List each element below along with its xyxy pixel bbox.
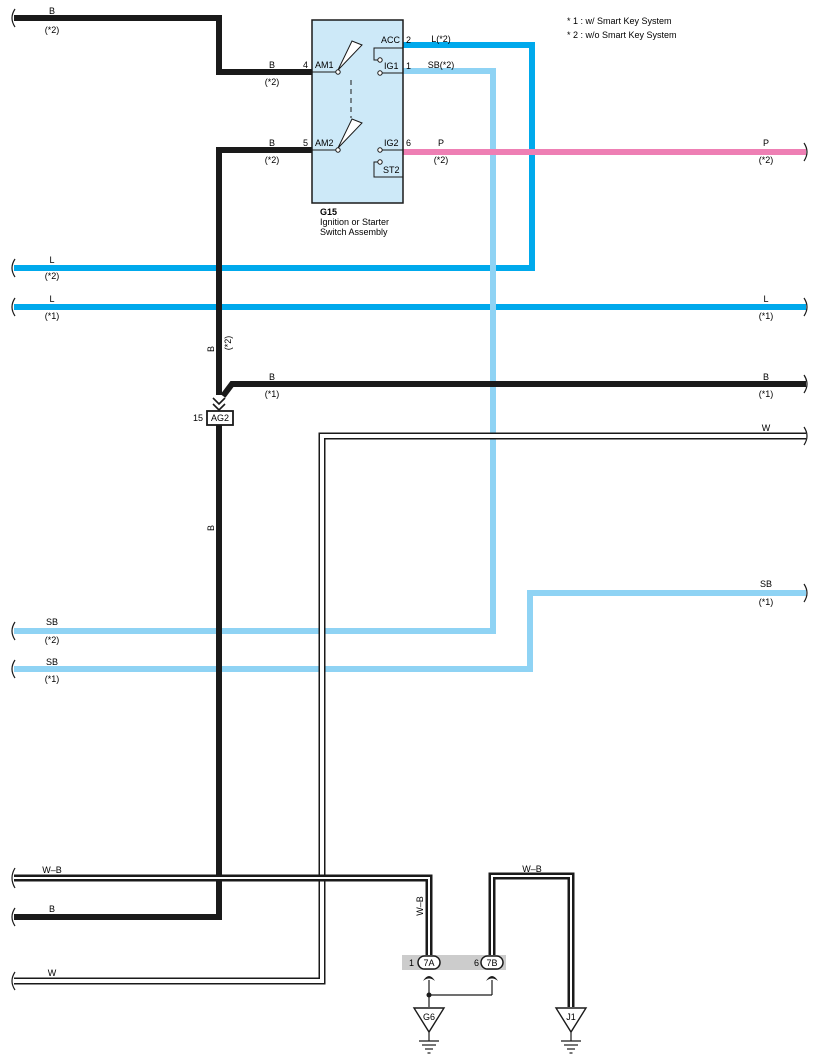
label-sb-right: SB: [760, 579, 772, 589]
c7b-terminal: [486, 976, 498, 981]
c7a-terminal: [423, 976, 435, 981]
c7a-pin: 1: [409, 958, 414, 968]
wire-b-group: [14, 15, 806, 920]
terminal-st2: ST2: [383, 165, 400, 175]
wire-l-acc: [14, 42, 535, 271]
label-b-vert: B: [206, 346, 216, 352]
wire-wb-left: [14, 874, 433, 955]
switch-name-line2: Switch Assembly: [320, 227, 388, 237]
ag2-label: AG2: [211, 413, 229, 423]
wire-b-smart: [220, 381, 806, 398]
label-l-right-note: (*1): [759, 311, 774, 321]
connector-ag2: AG2 15: [193, 397, 234, 426]
label-wb-left: W–B: [42, 865, 62, 875]
label-sb-left2: SB: [46, 657, 58, 667]
note-smart-key: * 1 : w/ Smart Key System: [567, 16, 672, 26]
pin-ig2: 6: [406, 138, 411, 148]
c7b-pin: 6: [474, 958, 479, 968]
wire-break-marks: [11, 8, 808, 991]
ground-j1: J1: [554, 1007, 588, 1054]
label-b-top-note: (*2): [45, 25, 60, 35]
label-p-right: P: [763, 138, 769, 148]
label-b-vert-low: B: [206, 525, 216, 531]
label-ig2-out: P: [438, 138, 444, 148]
ig2-contact: [377, 147, 383, 153]
label-b-bottom: B: [49, 904, 55, 914]
wire-sb-smart: [14, 590, 806, 672]
c7a-label: 7A: [423, 958, 434, 968]
terminal-ig1: IG1: [384, 61, 399, 71]
ag2-pin: 15: [193, 413, 203, 423]
label-b-mid: B: [269, 372, 275, 382]
c7b-oval: [480, 955, 504, 970]
pin-ig1: 1: [406, 61, 411, 71]
label-l-left2-note: (*1): [45, 311, 60, 321]
ig1-contact: [377, 70, 383, 76]
wire-b-am2: [216, 147, 312, 395]
ag2-box: [206, 410, 234, 426]
label-sb-right-note: (*1): [759, 597, 774, 607]
ag2-chevron: [212, 397, 226, 412]
wire-b-am1: [14, 15, 312, 75]
label-b-am1: B: [269, 60, 275, 70]
label-w-right: W: [762, 423, 771, 433]
terminal-acc: ACC: [381, 35, 401, 45]
label-ig1-out: SB(*2): [428, 60, 455, 70]
am1-contact: [335, 69, 341, 75]
label-b-vert-note: (*2): [223, 336, 233, 351]
label-l-right: L: [763, 294, 768, 304]
splice-point: [426, 992, 432, 998]
label-l-left1-note: (*2): [45, 271, 60, 281]
label-b-top: B: [49, 6, 55, 16]
label-b-mid-right-note: (*1): [759, 389, 774, 399]
label-acc-out: L(*2): [431, 34, 451, 44]
label-sb-left2-note: (*1): [45, 674, 60, 684]
wire-sb-group: [14, 68, 806, 672]
terminal-am1: AM1: [315, 60, 334, 70]
label-ig2-out-note: (*2): [434, 155, 449, 165]
wire-w: [14, 432, 806, 985]
label-b-mid-right: B: [763, 372, 769, 382]
label-sb-left1: SB: [46, 617, 58, 627]
label-p-right-note: (*2): [759, 155, 774, 165]
label-sb-left1-note: (*2): [45, 635, 60, 645]
label-wb-right: W–B: [522, 864, 542, 874]
pin-acc: 2: [406, 35, 411, 45]
am2-contact: [335, 147, 341, 153]
label-b-am1-note: (*2): [265, 77, 280, 87]
wire-l-group: [14, 42, 806, 310]
label-l-left2: L: [49, 294, 54, 304]
note-no-smart-key: * 2 : w/o Smart Key System: [567, 30, 677, 40]
wire-wb-right: [488, 872, 575, 1007]
wire-labels: B (*2) B (*2) B (*2) L(*2) SB(*2) P (*2)…: [42, 6, 773, 978]
label-b-am2: B: [269, 138, 275, 148]
c7b-label: 7B: [486, 958, 497, 968]
switch-name-line1: Ignition or Starter: [320, 217, 389, 227]
terminal-am2: AM2: [315, 138, 334, 148]
terminal-ig2: IG2: [384, 138, 399, 148]
label-b-am2-note: (*2): [265, 155, 280, 165]
label-wb-vert: W–B: [415, 896, 425, 916]
j1-label: J1: [566, 1012, 576, 1022]
ground-g6: G6: [412, 1007, 446, 1054]
ignition-switch-assembly: AM1 AM2 ACC IG1 IG2 ST2 4 5 2 1 6 G15 Ig…: [303, 19, 411, 237]
junction-connector: 7A 1 7B 6: [402, 955, 506, 1007]
wire-sb-ig1: [14, 68, 496, 634]
wire-b-down: [14, 425, 222, 920]
am2-lever: [337, 118, 363, 149]
g6-label: G6: [423, 1012, 435, 1022]
st2-contact: [377, 159, 383, 165]
switch-code: G15: [320, 207, 337, 217]
label-b-mid-note: (*1): [265, 389, 280, 399]
pin-am1: 4: [303, 60, 308, 70]
am1-lever: [337, 40, 363, 71]
pin-am2: 5: [303, 138, 308, 148]
label-l-left1: L: [49, 255, 54, 265]
c7a-oval: [417, 955, 441, 970]
switch-body: [311, 19, 404, 204]
label-w-bottom: W: [48, 968, 57, 978]
acc-contact: [377, 57, 383, 63]
